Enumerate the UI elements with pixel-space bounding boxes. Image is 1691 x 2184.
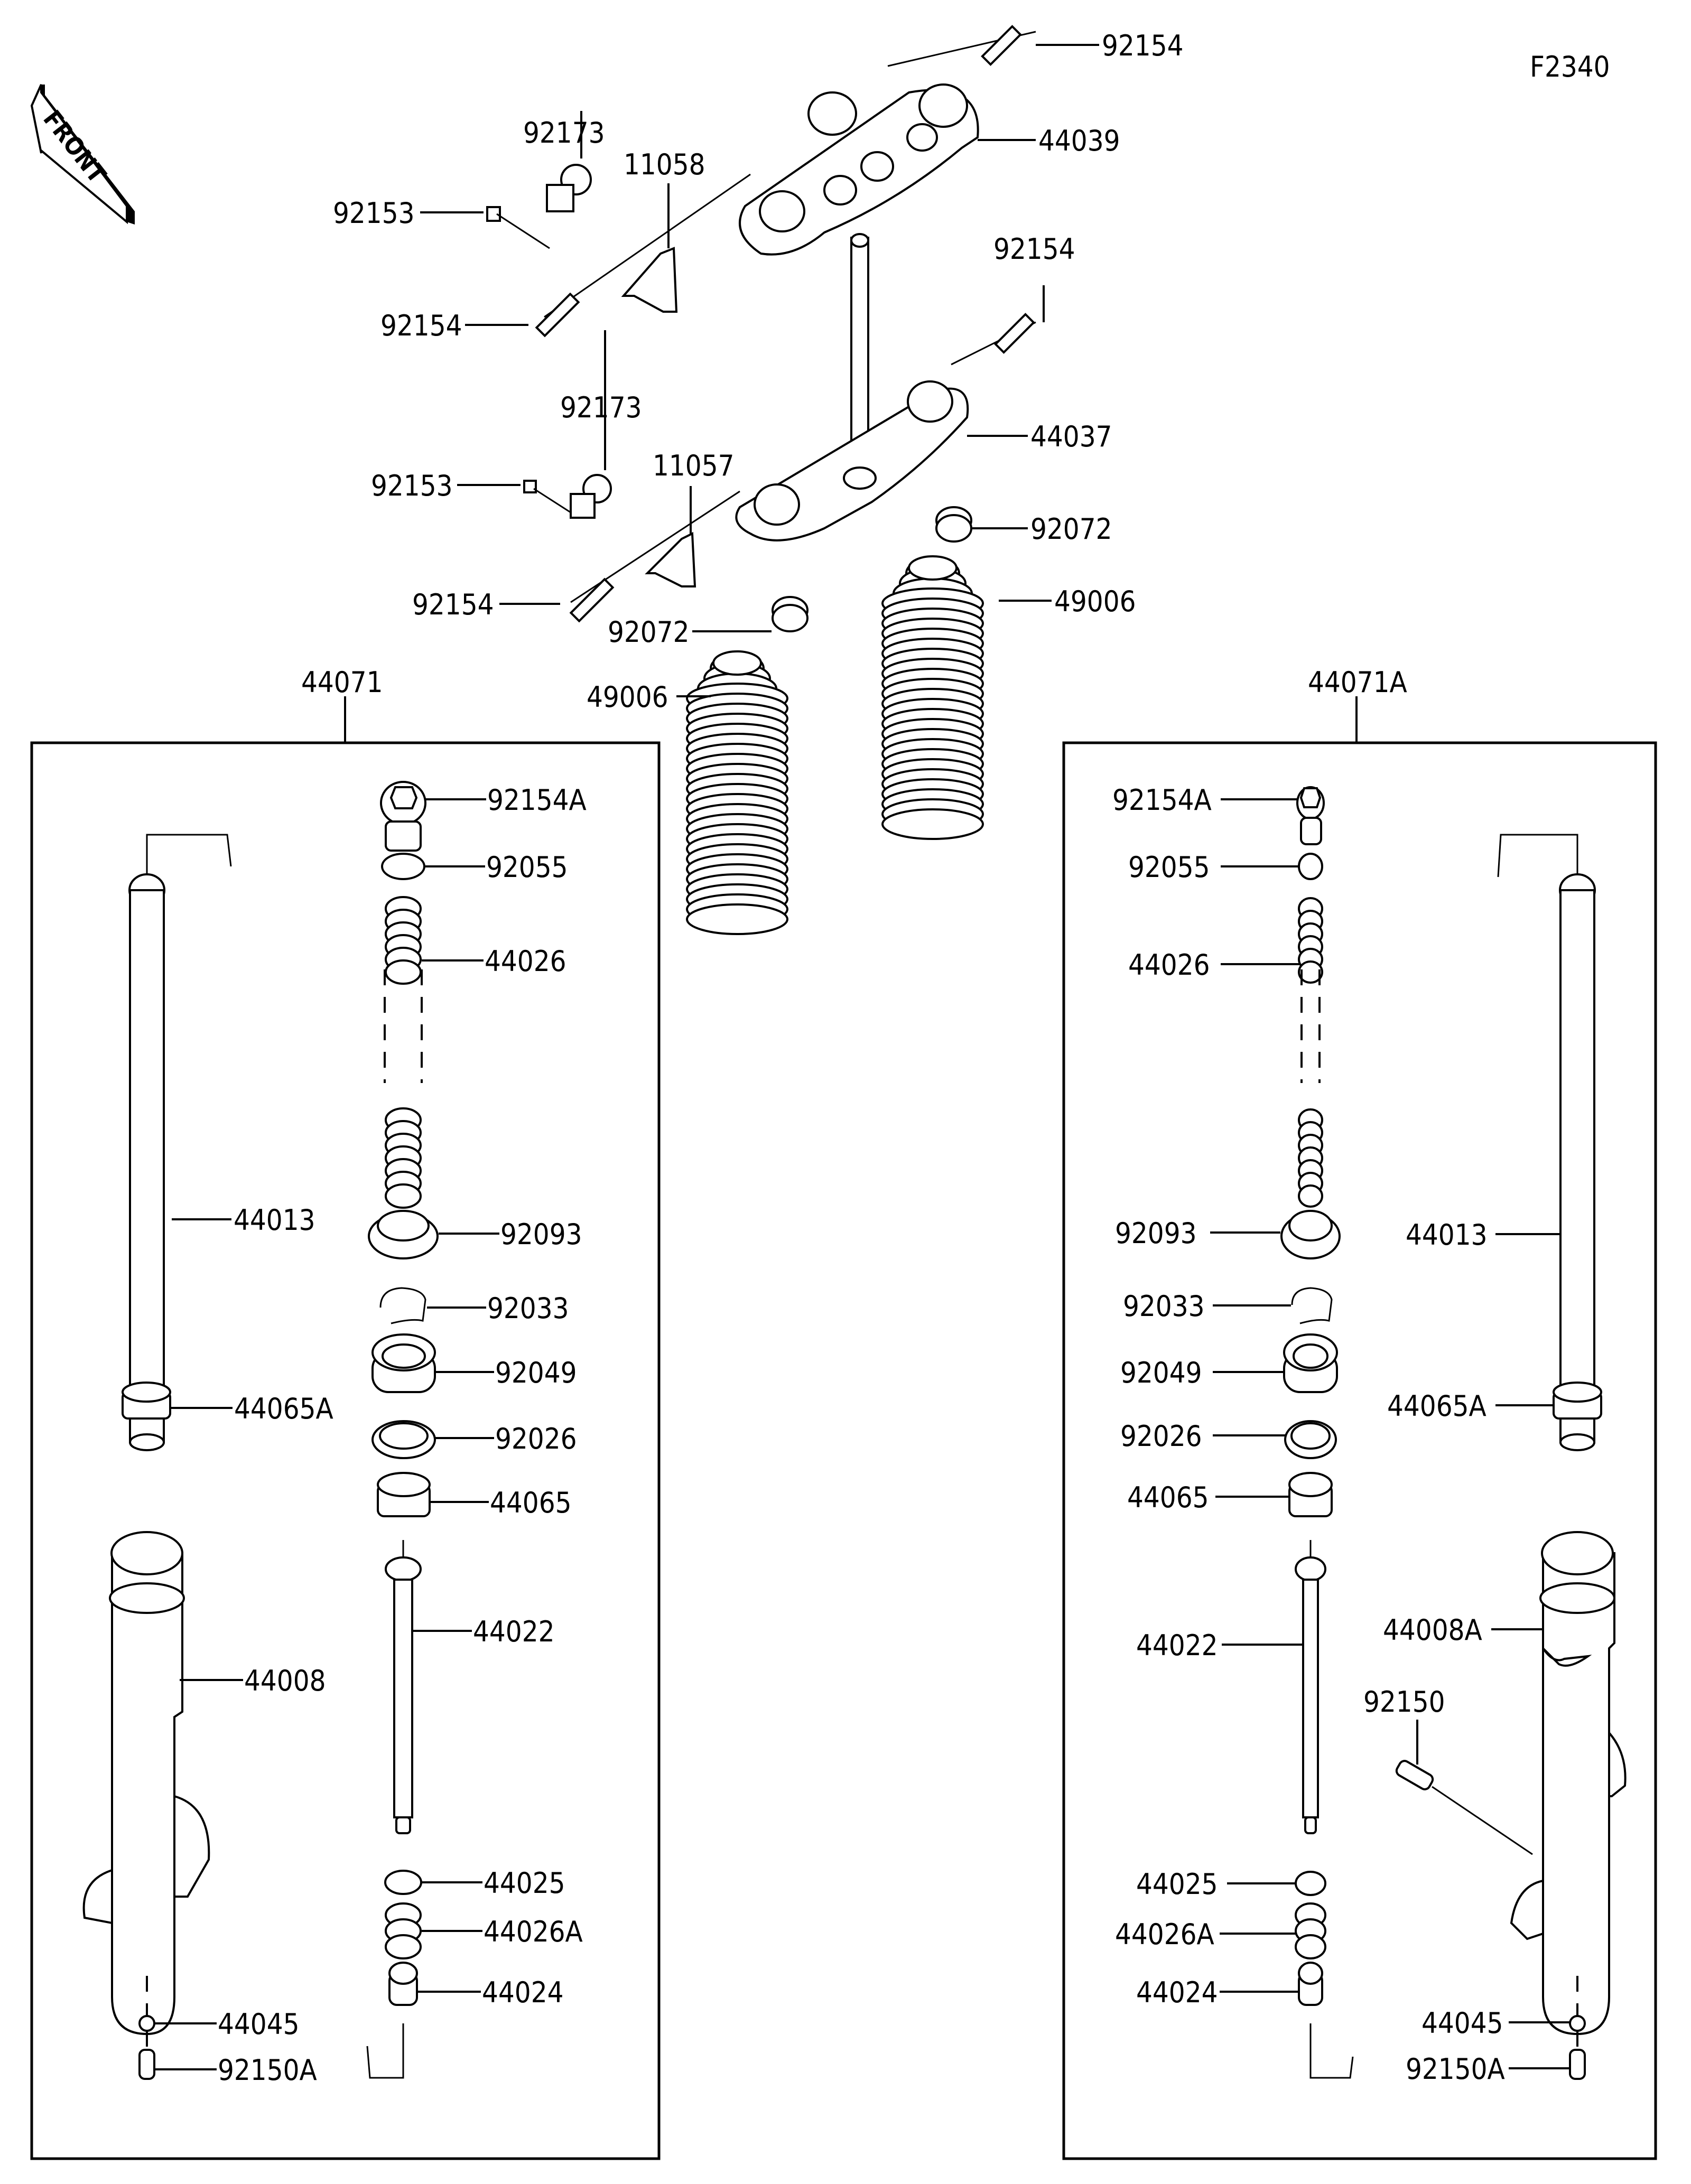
callout-44065-right: 44065 [1127,1481,1209,1514]
callout-44037: 44037 [1030,420,1112,453]
callout-92154A-right: 92154A [1112,783,1212,817]
callout-92154-lower-right: 92154 [993,232,1075,266]
callout-92072-right: 92072 [1030,512,1112,546]
callout-92150A-right: 92150A [1406,2052,1505,2086]
callout-92049-right: 92049 [1120,1356,1202,1389]
clamp-lower [570,474,612,519]
figure-code: F2340 [1530,50,1610,83]
spring-44026-right [1298,897,1323,1208]
plate-upper [621,247,678,313]
right-fork-assembly: 44071A 92154A 92055 44026 44013 92093 [1062,666,1657,2160]
callout-44024-left: 44024 [482,1976,564,2009]
callout-44013-left: 44013 [234,1203,315,1237]
callout-44008A: 44008A [1383,1613,1482,1647]
callout-44039: 44039 [1038,124,1120,157]
boot-right [881,555,984,840]
spring-44026A-left [385,1902,422,1959]
callout-92154-upper-right: 92154 [1102,29,1184,62]
clamp-upper [546,164,592,212]
callout-92055-left: 92055 [486,851,568,884]
spring-44026A-right [1295,1902,1326,1959]
callout-44025-right: 44025 [1136,1868,1218,1901]
callout-92093-left: 92093 [500,1218,582,1251]
callout-44008: 44008 [244,1664,326,1697]
callout-92033-left: 92033 [487,1292,569,1325]
plate-lower [645,531,696,587]
callout-44065A-left: 44065A [234,1392,333,1425]
callout-44026-left: 44026 [485,945,566,978]
callout-92033-right: 92033 [1123,1290,1205,1323]
callout-92154-lower-left: 92154 [412,588,494,621]
callout-44045-left: 44045 [218,2008,300,2041]
callout-44071A: 44071A [1308,666,1407,699]
callout-49006-left: 49006 [587,680,668,714]
callout-92150: 92150 [1363,1685,1445,1719]
callout-44013-right: 44013 [1406,1218,1488,1252]
bolt-lower-right [951,313,1036,366]
callout-92153-lower: 92153 [371,469,453,502]
callout-92026-right: 92026 [1120,1420,1202,1453]
spring-44026-left [385,896,422,1209]
callout-92153-upper: 92153 [333,197,415,230]
callout-44026A-right: 44026A [1115,1918,1214,1951]
callout-92055-right: 92055 [1128,851,1210,884]
callout-44024-right: 44024 [1136,1976,1218,2009]
callout-49006-right: 49006 [1054,585,1136,618]
screw-lower [523,480,537,493]
callout-92072-left: 92072 [608,615,690,649]
callout-44071: 44071 [301,666,383,699]
callout-44065A-right: 44065A [1387,1389,1486,1423]
callout-44045-right: 44045 [1421,2006,1503,2040]
callout-92026-left: 92026 [495,1422,577,1455]
callout-11057: 11057 [653,449,735,482]
callout-44026-right: 44026 [1128,948,1210,982]
callout-44022-right: 44022 [1136,1629,1218,1662]
callout-44025-left: 44025 [484,1866,565,1900]
callout-44022-left: 44022 [473,1615,555,1648]
callout-92173-upper: 92173 [523,116,605,150]
boot-left [686,650,788,935]
bolt-upper-left [535,173,751,338]
bolt-upper-right [887,25,1036,67]
bolt-lower-left [569,490,740,623]
callout-92049-left: 92049 [495,1356,577,1389]
band-right [935,506,972,543]
callout-92093-right: 92093 [1115,1217,1197,1250]
band-left [772,596,809,632]
callout-11058: 11058 [624,148,705,181]
right-fork-frame [1062,741,1657,2160]
callout-44026A-left: 44026A [484,1915,583,1948]
callout-92150A-left: 92150A [218,2054,317,2087]
callout-92154A-left: 92154A [487,783,587,817]
callout-92173-lower: 92173 [560,391,642,424]
lower-bracket-44037 [735,380,969,542]
callout-44065-left: 44065 [490,1486,572,1519]
callout-92154-upper-left: 92154 [380,309,462,342]
front-arrow-icon: FRONT [30,84,135,225]
left-fork-frame [30,741,661,2160]
upper-bracket-44039 [739,83,979,256]
left-fork-assembly: 44071 44013 44065A 44008 44045 92150A [30,666,661,2160]
